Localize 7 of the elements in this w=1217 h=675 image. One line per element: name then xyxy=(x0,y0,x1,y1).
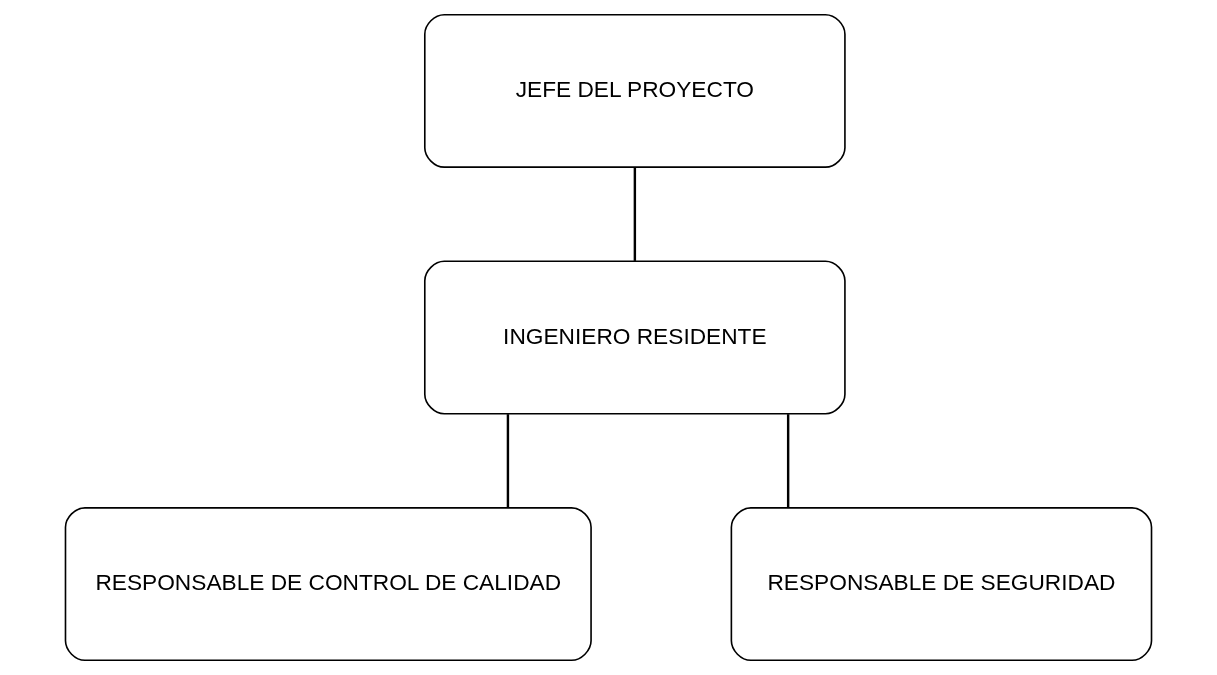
connector xyxy=(633,167,637,261)
connector xyxy=(506,414,510,508)
connector xyxy=(786,414,790,508)
node-box: JEFE DEL PROYECTO xyxy=(424,13,846,168)
node-box: RESPONSABLE DE SEGURIDAD xyxy=(730,507,1153,662)
node-box: INGENIERO RESIDENTE xyxy=(424,260,846,415)
node-box: RESPONSABLE DE CONTROL DE CALIDAD xyxy=(64,507,592,662)
